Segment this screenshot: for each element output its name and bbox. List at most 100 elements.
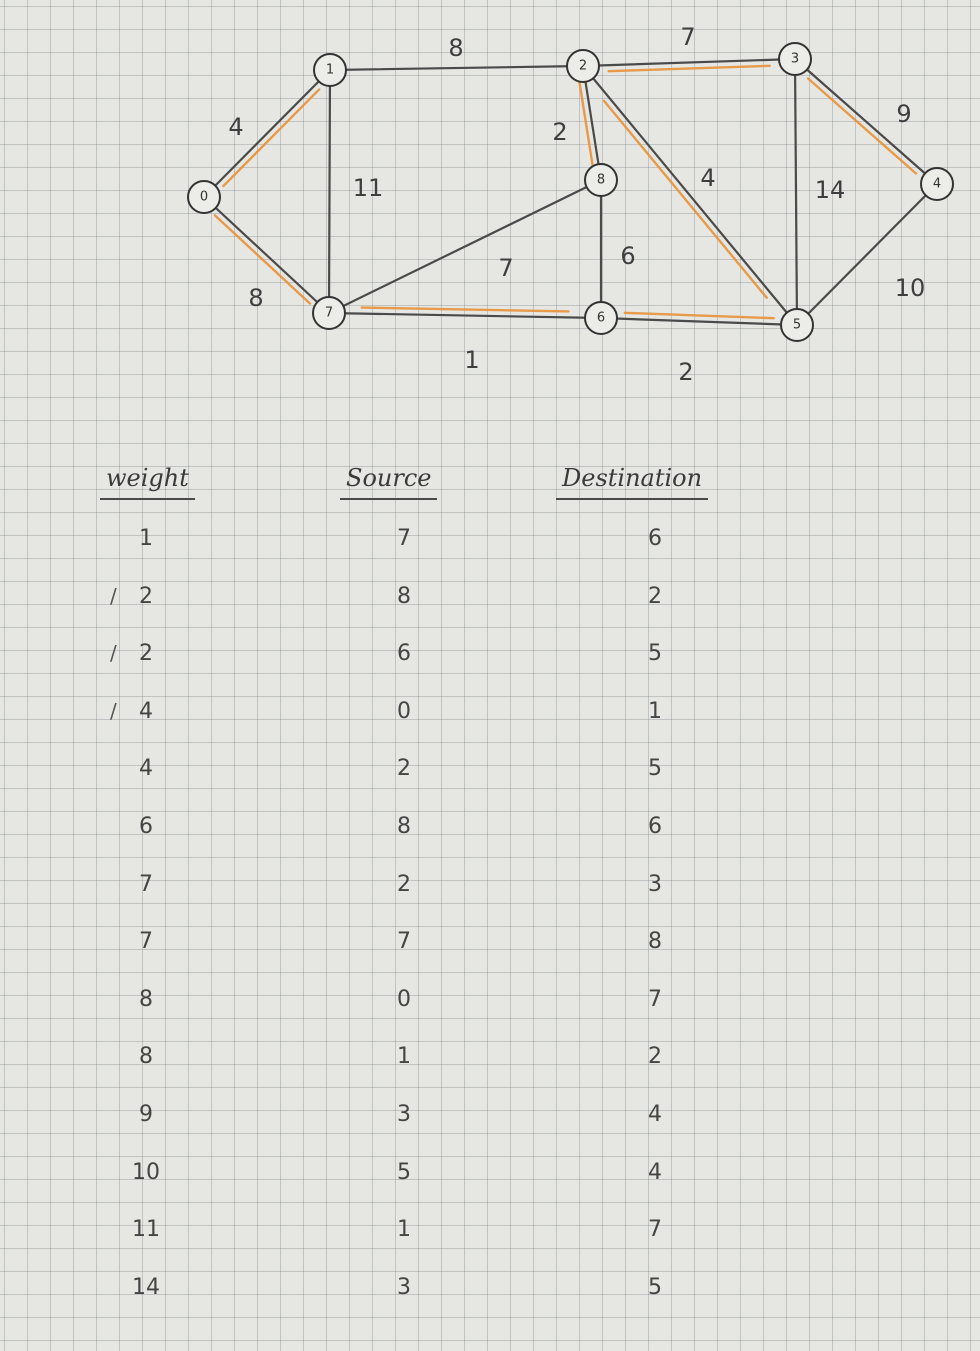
cell-source: 3: [397, 1102, 411, 1127]
mst-highlight-0-1: [222, 88, 321, 188]
cell-destination: 4: [648, 1160, 662, 1185]
edge-7-8: [327, 178, 603, 315]
node-label: 3: [791, 52, 799, 67]
node-label: 6: [597, 311, 605, 326]
cell-source: 2: [397, 756, 411, 781]
node-circle: [187, 180, 221, 214]
mst-highlight-2-5: [602, 99, 768, 299]
cell-source: 8: [397, 814, 411, 839]
graph-diagram: 4 8 8 11 7 2 4 9 14 1 0 2 1 6 7 0 1 2 3 4 5 6 7 8: [187, 23, 954, 386]
edge-3-4: [793, 57, 939, 186]
row-check-mark: /: [110, 699, 117, 723]
cell-weight: 4: [139, 756, 153, 781]
edge-0-7: [202, 195, 331, 315]
edges-layer: [202, 57, 939, 327]
edge-weight-1-7: 11: [353, 174, 384, 202]
cell-destination: 3: [648, 872, 662, 897]
cell-source: 0: [397, 699, 411, 724]
node-label: 0: [200, 190, 208, 205]
cell-weight: 7: [139, 929, 153, 954]
edge-weight-2-8: 2: [552, 118, 567, 146]
node-circle: [312, 296, 346, 330]
cell-destination: 1: [648, 699, 662, 724]
cell-destination: 5: [648, 756, 662, 781]
node-5: 5: [780, 308, 814, 342]
node-label: 4: [933, 177, 941, 192]
node-circle: [313, 53, 347, 87]
cell-source: 0: [397, 987, 411, 1012]
mst-highlight-2-8: [578, 79, 595, 169]
edge-weight-2-5: 4: [700, 164, 715, 192]
cell-destination: 2: [648, 1044, 662, 1069]
node-8: 8: [584, 163, 618, 197]
cell-weight: 2: [139, 584, 153, 609]
node-label: 5: [793, 318, 801, 333]
cell-weight: 14: [132, 1275, 160, 1300]
node-circle: [584, 301, 618, 335]
node-0: 0: [187, 180, 221, 214]
cell-destination: 8: [648, 929, 662, 954]
node-label: 2: [579, 59, 587, 74]
node-circle: [778, 42, 812, 76]
mst-highlight-5-6: [623, 311, 775, 320]
edge-2-8: [581, 64, 603, 182]
edge-weight-5-6: 2: [678, 358, 693, 386]
header-source: Source: [340, 464, 438, 500]
node-2: 2: [566, 49, 600, 83]
edge-weight-0-7: 8: [248, 284, 263, 312]
mst-highlight-3-4: [806, 77, 918, 175]
edge-weight-3-5: 14: [815, 176, 846, 204]
edge-0-1: [202, 68, 332, 199]
edge-4-5: [795, 182, 939, 327]
edge-weight-6-8: 6: [620, 242, 635, 270]
cell-weight: 4: [139, 699, 153, 724]
cell-source: 7: [397, 526, 411, 551]
cell-source: 1: [397, 1217, 411, 1242]
header-weight: weight: [100, 464, 195, 500]
row-check-mark: /: [110, 641, 117, 665]
edge-weight-2-3: 7: [680, 23, 695, 51]
cell-weight: 11: [132, 1217, 160, 1242]
nodes-layer: 0 1 2 3 4 5 6 7 8: [187, 42, 954, 342]
node-label: 8: [597, 173, 605, 188]
cell-source: 8: [397, 584, 411, 609]
cell-source: 6: [397, 641, 411, 666]
cell-destination: 2: [648, 584, 662, 609]
node-7: 7: [312, 296, 346, 330]
cell-weight: 1: [139, 526, 153, 551]
edge-weight-6-7: 1: [464, 346, 479, 374]
mst-highlight-2-3: [607, 64, 771, 73]
header-destination: Destination: [556, 464, 709, 500]
cell-destination: 5: [648, 1275, 662, 1300]
edge-2-5: [581, 64, 799, 327]
cell-weight: 8: [139, 1044, 153, 1069]
node-circle: [584, 163, 618, 197]
cell-destination: 7: [648, 1217, 662, 1242]
edge-weight-3-4: 9: [896, 100, 911, 128]
edge-2-3: [581, 57, 797, 68]
node-label: 7: [325, 306, 333, 321]
mst-highlight-6-7: [360, 306, 570, 313]
cell-source: 3: [397, 1275, 411, 1300]
edge-5-6: [599, 316, 799, 327]
node-6: 6: [584, 301, 618, 335]
cell-destination: 7: [648, 987, 662, 1012]
edge-weight-0-1: 4: [228, 113, 243, 141]
node-3: 3: [778, 42, 812, 76]
node-circle: [780, 308, 814, 342]
cell-source: 1: [397, 1044, 411, 1069]
row-check-mark: /: [110, 584, 117, 608]
node-circle: [920, 167, 954, 201]
cell-weight: 2: [139, 641, 153, 666]
cell-source: 2: [397, 872, 411, 897]
node-label: 1: [326, 63, 334, 78]
cell-source: 5: [397, 1160, 411, 1185]
cell-weight: 7: [139, 872, 153, 897]
cell-weight: 6: [139, 814, 153, 839]
edge-1-2: [328, 64, 585, 72]
cell-weight: 9: [139, 1102, 153, 1127]
node-1: 1: [313, 53, 347, 87]
cell-destination: 6: [648, 526, 662, 551]
cell-source: 7: [397, 929, 411, 954]
